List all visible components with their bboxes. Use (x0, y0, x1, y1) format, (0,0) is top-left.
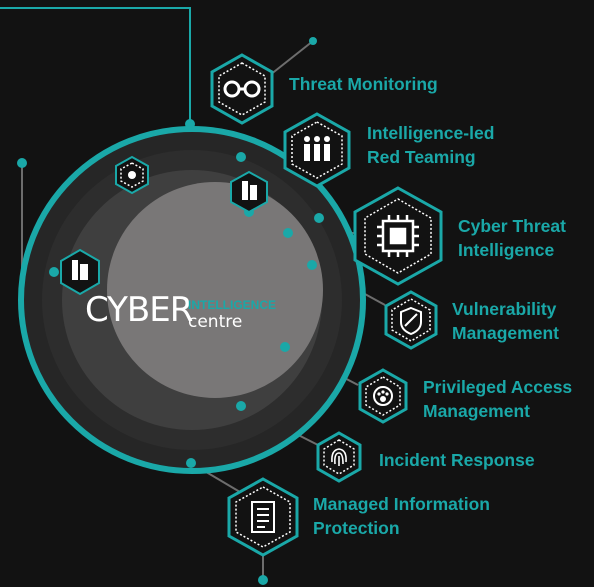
label-line-1: Incident Response (379, 450, 535, 470)
building-node-2 (230, 170, 268, 214)
brand-centre: centre (188, 312, 243, 332)
brand-cyber: CYBER (85, 290, 193, 330)
label-line-1: Vulnerability (452, 299, 557, 319)
glasses-icon (223, 80, 261, 98)
brand-intelligence: INTELLIGENCE (188, 298, 277, 312)
top-connector (0, 7, 191, 124)
team-icon (304, 136, 330, 161)
hex-incident-response[interactable] (316, 431, 362, 483)
label-privileged-access[interactable]: Privileged Access Management (423, 375, 572, 423)
label-line-2: Management (423, 401, 530, 421)
fingerprint-icon (331, 448, 347, 466)
label-managed-info[interactable]: Managed Information Protection (313, 492, 490, 540)
core-circle (107, 182, 323, 398)
inner-node-1 (115, 155, 149, 195)
label-line-1: Cyber Threat (458, 216, 566, 236)
hex-cyber-threat-intel[interactable] (353, 186, 443, 286)
label-line-2: Management (452, 323, 559, 343)
label-line-1: Managed Information (313, 494, 490, 514)
hex-vulnerability[interactable] (384, 290, 438, 350)
label-line-1: Threat Monitoring (289, 74, 438, 94)
label-line-2: Intelligence (458, 240, 555, 260)
building-node-3 (60, 248, 100, 296)
label-vulnerability[interactable]: Vulnerability Management (452, 297, 559, 345)
paw-badge-icon (373, 386, 393, 406)
document-icon (251, 501, 275, 533)
label-red-teaming[interactable]: Intelligence-led Red Teaming (367, 121, 494, 169)
label-line-2: Protection (313, 518, 400, 538)
hex-threat-monitoring[interactable] (210, 53, 274, 125)
label-line-2: Red Teaming (367, 147, 476, 167)
label-incident-response[interactable]: Incident Response (379, 448, 535, 472)
shield-icon (400, 306, 422, 336)
building-icon (72, 260, 88, 280)
hex-managed-info[interactable] (227, 477, 299, 557)
label-line-1: Intelligence-led (367, 123, 495, 143)
label-threat-monitoring[interactable]: Threat Monitoring (289, 72, 438, 96)
cyber-intelligence-centre-logo: CYBER INTELLIGENCE centre (85, 290, 276, 332)
threat-monitoring-connector (269, 40, 314, 76)
building-icon (242, 181, 257, 200)
hex-red-teaming[interactable] (283, 112, 351, 188)
hex-privileged-access[interactable] (358, 368, 408, 424)
label-line-1: Privileged Access (423, 377, 573, 397)
label-cyber-threat-intel[interactable]: Cyber Threat Intelligence (458, 214, 566, 262)
chip-icon (377, 215, 419, 257)
